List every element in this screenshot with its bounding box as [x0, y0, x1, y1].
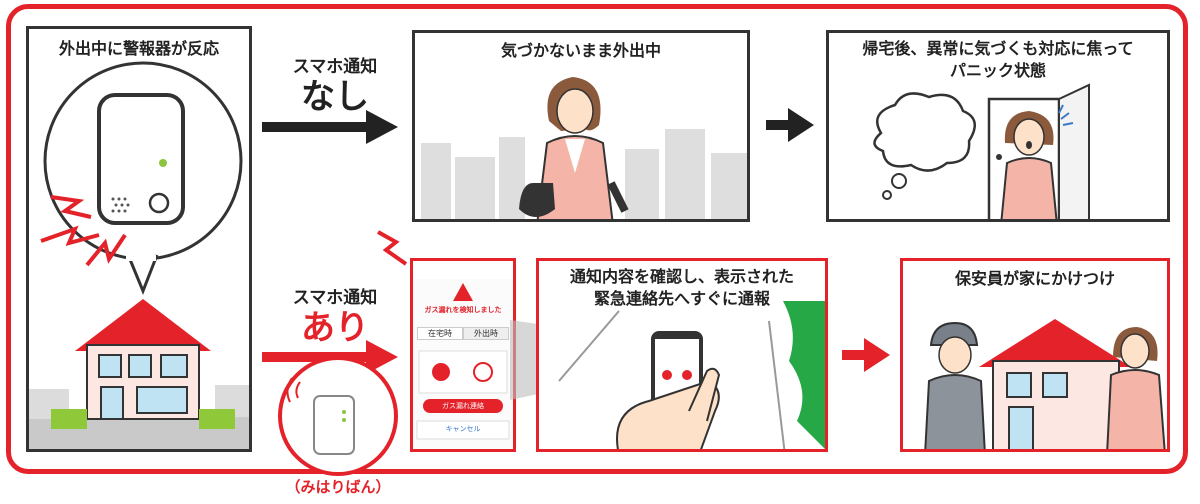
mihariban-device-illustration	[278, 356, 398, 476]
panel-notify-call: 通知内容を確認し、表示された 緊急連絡先へすぐに通報	[536, 258, 828, 452]
phone-screen-graphics	[413, 261, 513, 440]
cancel-button[interactable]: キャンセル	[445, 425, 481, 433]
woman-walking-illustration	[421, 77, 747, 219]
panel-panic: 帰宅後、異常に気づくも対応に焦って パニック状態	[826, 30, 1170, 222]
alarm-scene-illustration	[29, 61, 249, 449]
flow-no-notify-small: スマホ通知	[292, 57, 378, 77]
panel-caption-line2: パニック状態	[949, 61, 1046, 80]
panel-unaware: 気づかないまま外出中	[412, 30, 750, 222]
device-name-label: （みはりばん）	[285, 478, 391, 496]
arrow-right-icon	[842, 338, 890, 372]
panel-caption-line1: 通知内容を確認し、表示された	[569, 267, 794, 286]
tab-home[interactable]: 在宅時	[417, 327, 463, 340]
flow-no-notify-big: なし	[301, 77, 369, 117]
guard-arrives-illustration	[924, 319, 1166, 449]
flow-with-notify-small: スマホ通知	[292, 288, 378, 308]
panel-caption: 保安員が家にかけつけ	[954, 269, 1115, 288]
panel-away-alarm: 外出中に警報器が反応	[26, 26, 252, 452]
panel-caption-line2: 緊急連絡先へすぐに通報	[593, 289, 770, 308]
flow-with-notify-label: スマホ通知 あり	[280, 283, 390, 348]
tab-away[interactable]: 外出時	[463, 327, 509, 340]
gas-leak-report-button[interactable]: ガス漏れ連絡	[423, 399, 503, 413]
panel-guard: 保安員が家にかけつけ	[900, 258, 1170, 452]
arrow-right-icon	[262, 340, 398, 374]
hand-phone-illustration	[558, 301, 825, 449]
arrow-right-icon	[766, 108, 814, 142]
flow-with-notify-big: あり	[301, 308, 369, 348]
arrow-right-icon	[262, 110, 398, 144]
phone-alert-title: ガス漏れを検知しました	[424, 306, 502, 314]
panel-caption: 気づかないまま外出中	[500, 41, 661, 60]
panel-caption-line1: 帰宅後、異常に気づくも対応に焦って	[862, 39, 1134, 58]
woman-panic-illustration	[873, 83, 1090, 219]
phone-screen: ガス漏れを検知しました 在宅時 外出時 ガス漏れ連絡 キャンセル	[410, 258, 516, 452]
panel-caption: 外出中に警報器が反応	[58, 39, 219, 58]
flow-no-notify-label: スマホ通知 なし	[280, 52, 390, 117]
alert-spark-icon	[377, 230, 408, 266]
